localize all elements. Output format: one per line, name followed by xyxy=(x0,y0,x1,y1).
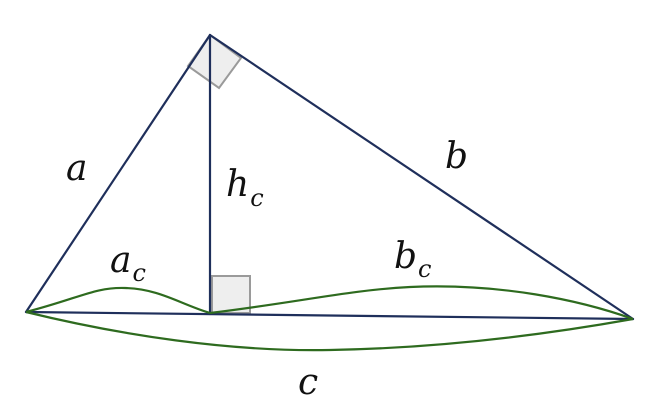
label-b-c-main: b xyxy=(394,236,417,277)
hypotenuse-arc xyxy=(25,310,634,352)
foot-right-angle-marker xyxy=(211,275,251,314)
label-h-c-sub: c xyxy=(250,184,263,212)
label-b-c: bc xyxy=(394,236,432,283)
segment-b-arc xyxy=(209,285,634,321)
hypotenuse-edge xyxy=(24,310,635,321)
label-a-c-sub: c xyxy=(132,259,145,287)
label-a-c-main: a xyxy=(110,240,131,281)
label-h-c: hc xyxy=(226,164,264,212)
label-a-c: ac xyxy=(110,240,146,287)
label-b: b xyxy=(445,136,468,177)
label-h-c-main: h xyxy=(226,164,249,205)
apex-right-angle-marker xyxy=(186,33,243,90)
label-b-c-sub: c xyxy=(418,255,431,283)
label-c: c xyxy=(298,362,318,403)
segment-a-arc xyxy=(25,286,211,315)
side-a-edge xyxy=(24,33,212,314)
side-b-edge xyxy=(208,33,635,321)
label-a: a xyxy=(66,148,87,189)
